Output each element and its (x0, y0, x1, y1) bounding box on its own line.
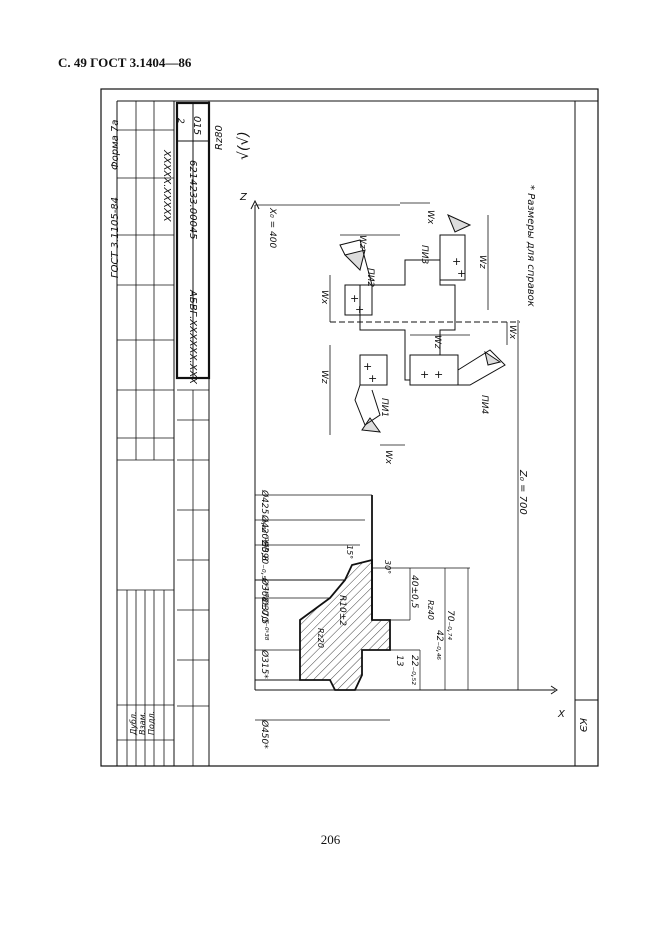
axes (250, 199, 558, 695)
svg-text:+: + (420, 368, 429, 381)
feed-wx-3: Wx (383, 450, 393, 465)
sheet-number: 2 (175, 118, 185, 124)
form-standard: ГОСТ 3.1105-84 (110, 197, 121, 278)
x0-label: X₀ = 400 (267, 207, 277, 248)
doc-type: КЭ (577, 718, 588, 732)
tool-pi4-insert (484, 350, 502, 366)
svg-text:+: + (363, 360, 372, 373)
roughness-rz40: Rz40 (426, 600, 435, 620)
feed-wz-1: Wz (319, 370, 329, 384)
roughness-rz20: Rz20 (316, 628, 325, 648)
roughness-rz80: Rz80 (214, 125, 225, 150)
dim-22: 22₋₀,₅₂ (409, 655, 419, 685)
dim-70: 70₋₀,₇₄ (445, 610, 455, 640)
dim-r10: R10±2 (337, 595, 347, 626)
stub-label-0: Дубл. (129, 711, 138, 736)
svg-text:+: + (457, 267, 466, 280)
roughness-symbol: √(√) (236, 131, 252, 160)
z0-label: Z₀ = 700 (517, 469, 528, 515)
dim-d390: Ø390₋₀,₅₇⁺¹'⁴ (259, 539, 270, 598)
svg-text:+: + (452, 255, 461, 268)
dim-42: 42₋₀,₄₆ (434, 630, 444, 660)
dim-d420: Ø420±0,8 (259, 514, 270, 561)
feed-wz-2: Wz (357, 235, 367, 249)
tool-pi3-insert (447, 214, 472, 233)
part-section (255, 495, 391, 691)
outer-frame (100, 88, 599, 767)
form-name: Форма 7а (110, 120, 121, 170)
stub-label-2: Подл. (147, 711, 156, 735)
document-code: АБВГ.ХХХХХХ.ХХХ (187, 289, 198, 385)
feed-wx-2: Wx (425, 210, 435, 225)
feed-wx-1: Wx (319, 290, 329, 305)
svg-text:+: + (350, 292, 359, 305)
part-code: 6214233.00045 (187, 160, 198, 240)
dim-d315: Ø315* (259, 649, 270, 679)
dim-d425: Ø425₋₀,₈₉⁻⁰'⁵⁷ (259, 489, 270, 551)
tool-label-pi3: ПИ3 (419, 245, 429, 265)
tool-label-pi2: ПИ2 (365, 268, 375, 288)
designation: ХХХХХ.ХХХХХ (161, 149, 172, 223)
dim-d450: Ø450* (259, 719, 270, 749)
svg-text:+: + (355, 303, 364, 316)
tool-pi2-insert (344, 249, 366, 271)
page-header: С. 49 ГОСТ 3.1404—86 (58, 55, 192, 70)
feed-wz-3: Wz (432, 335, 442, 349)
page-number: 206 (320, 832, 341, 847)
svg-text:+: + (434, 368, 443, 381)
feed-wx-4: Wx (507, 325, 517, 340)
reference-note: * Размеры для справок (525, 185, 536, 307)
stub-label-1: Взам. (138, 712, 147, 735)
dim-d368: Ø368±0,5 (259, 577, 270, 624)
dim-13: 13 (394, 655, 404, 667)
dim-40: 40±0,5 (409, 575, 419, 609)
svg-text:+: + (368, 372, 377, 385)
axis-z-label: Z (239, 192, 248, 203)
axis-x-label: X (557, 709, 566, 720)
operation-number: 015 (191, 116, 202, 135)
tool-label-pi4: ПИ4 (479, 395, 489, 415)
dim-angle-30: 30° (383, 560, 392, 574)
feed-wz-4: Wz (477, 255, 487, 269)
dim-d370: Ø370⁻⁰'³⁸ (259, 597, 270, 641)
dim-angle-15: 15° (345, 545, 354, 559)
tool-label-pi1: ПИ1 (379, 398, 389, 417)
